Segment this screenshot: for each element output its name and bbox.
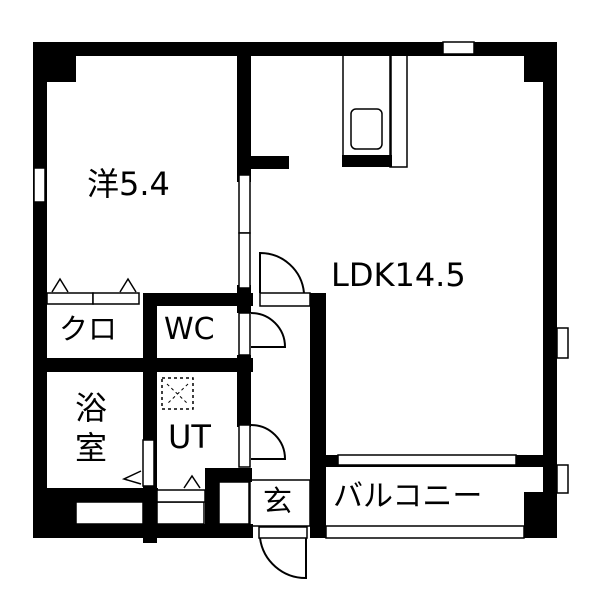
room-label-wc: WC (164, 312, 215, 347)
wall-below-western (143, 293, 253, 306)
room-label-ldk: LDK14.5 (331, 256, 466, 294)
entrance-door-frame (258, 526, 308, 539)
window-western-left (33, 167, 46, 203)
door-swing-icon (250, 424, 287, 460)
outer-wall-top (33, 42, 557, 56)
wc-door-frame (238, 312, 251, 356)
window-top-ldk (442, 41, 475, 55)
triangle-marker-icon (51, 277, 69, 293)
door-swing-icon (259, 251, 305, 294)
partition-western-ldk (237, 42, 251, 182)
ut-shelf (156, 489, 206, 503)
room-label-bath-line1: 浴 (75, 389, 108, 427)
wall-entrance-right (310, 455, 326, 538)
kitchen-counter (342, 54, 408, 168)
closet-door-right (92, 292, 140, 305)
sink-icon (350, 108, 383, 150)
wall-below-wc (33, 358, 253, 372)
ldk-door-frame (259, 292, 311, 307)
kitchen-counter-base (342, 155, 392, 167)
room-label-closet: クロ (59, 312, 118, 346)
triangle-marker-icon (119, 277, 137, 293)
door-swing-icon (250, 312, 287, 348)
ut-door-frame (238, 424, 251, 468)
balcony-railing (325, 525, 525, 539)
partition-stub (237, 156, 289, 169)
wall-closet-wc (143, 293, 157, 543)
room-label-bath-line2: 室 (75, 429, 108, 467)
entrance-shoe-box (218, 481, 250, 525)
washing-machine-space-icon (161, 377, 194, 410)
door-swing-icon (259, 537, 307, 580)
window-ut-bottom (156, 501, 205, 525)
window-ldk-right (556, 327, 569, 359)
balcony-sliding-window (337, 454, 517, 466)
column-top-left (33, 42, 76, 82)
bath-door (142, 439, 155, 487)
room-label-western: 洋5.4 (87, 165, 170, 203)
closet-door-left (46, 292, 94, 305)
room-label-entrance: 玄 (263, 484, 293, 518)
outer-wall-left (33, 42, 47, 538)
sliding-door-upper (238, 174, 251, 234)
window-balcony-right (556, 464, 569, 494)
sliding-door-lower (238, 232, 251, 289)
outer-wall-right (543, 42, 557, 538)
column-top-right (524, 42, 557, 82)
wall-below-bath (33, 488, 158, 502)
wall-wc-right-top (237, 293, 251, 313)
triangle-marker-icon (121, 470, 142, 485)
room-label-utility: UT (168, 418, 211, 456)
column-bottom-right (524, 492, 557, 538)
wall-ut-entrance (205, 468, 219, 538)
entrance-step-outline (249, 479, 311, 527)
triangle-marker-icon (183, 474, 201, 489)
wall-wc-right-mid (237, 355, 251, 427)
wall-hall-ldk (310, 293, 326, 463)
window-bath-bottom (75, 501, 144, 525)
room-label-balcony: バルコニー (333, 479, 483, 514)
